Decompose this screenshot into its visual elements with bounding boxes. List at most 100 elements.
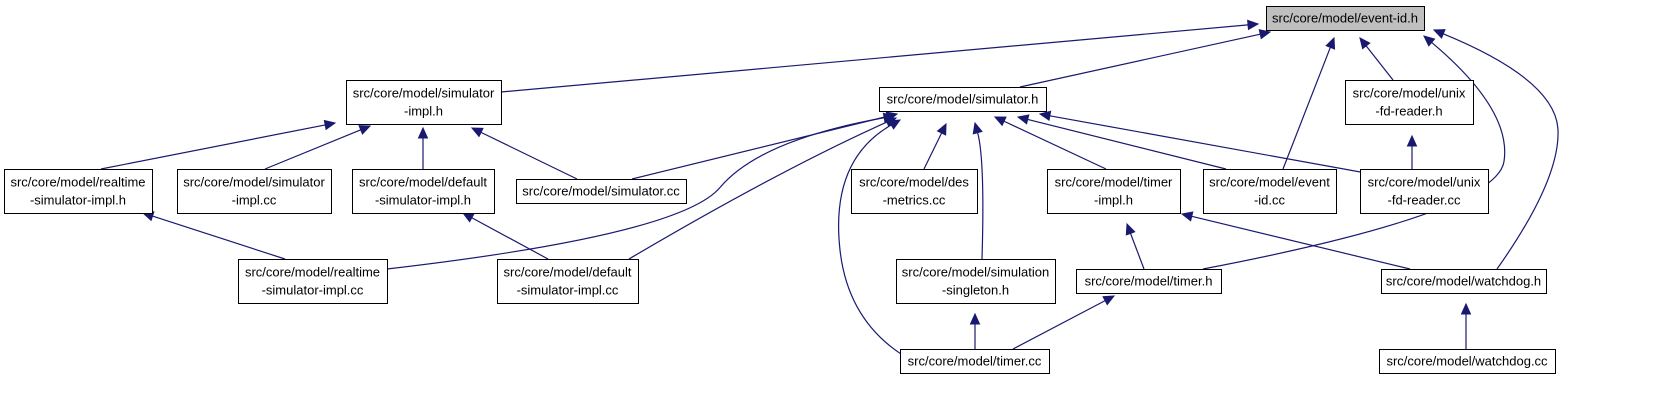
- edge-realtime-simulator-impl-cc-to-realtime-simulator-impl-h: [141, 211, 286, 260]
- edge-default-simulator-impl-cc-to-default-simulator-impl-h: [461, 212, 549, 260]
- edge-line: [480, 131, 578, 180]
- arrowhead: [1359, 37, 1371, 50]
- node-default-simulator-impl-cc[interactable]: src/core/model/default-simulator-impl.cc: [497, 259, 639, 304]
- edge-watchdog-h-to-event-id-h: [1432, 29, 1559, 270]
- node-label-line: src/core/model/simulator.cc: [522, 184, 680, 199]
- node-label-line: -simulator-impl.cc: [517, 283, 619, 298]
- arrowhead: [358, 125, 372, 135]
- edge-timer-cc-to-timer-h: [1012, 295, 1116, 350]
- edge-line: [152, 215, 286, 260]
- node-simulator-impl-cc[interactable]: src/core/model/simulator-impl.cc: [177, 169, 332, 214]
- edge-simulator-impl-h-to-event-id-h: [500, 19, 1260, 93]
- node-box: [900, 349, 1050, 374]
- node-box: [177, 169, 332, 214]
- node-event-id-cc[interactable]: src/core/model/event-id.cc: [1203, 169, 1337, 214]
- edge-simulation-singleton-h-to-simulator-h: [972, 121, 984, 260]
- node-unix-fd-reader-cc[interactable]: src/core/model/unix-fd-reader.cc: [1360, 169, 1489, 214]
- edge-line: [264, 129, 361, 170]
- edge-event-id-cc-to-event-id-h: [1282, 36, 1336, 170]
- edge-event-id-cc-to-simulator-h: [1016, 114, 1227, 170]
- node-label-line: src/core/model/timer.cc: [908, 354, 1042, 369]
- node-label-line: -simulator-impl.h: [30, 193, 126, 208]
- edge-line: [471, 217, 549, 260]
- node-label-line: src/core/model/watchdog.h: [1386, 274, 1541, 289]
- node-unix-fd-reader-h[interactable]: src/core/model/unix-fd-reader.h: [1345, 80, 1474, 125]
- edge-line: [1443, 33, 1559, 270]
- node-default-simulator-impl-h[interactable]: src/core/model/default-simulator-impl.h: [352, 169, 495, 214]
- arrowhead: [969, 312, 981, 325]
- edge-unix-fd-reader-h-to-event-id-h: [1359, 37, 1394, 81]
- node-box: [1345, 80, 1474, 125]
- node-label-line: src/core/model/watchdog.cc: [1386, 354, 1548, 369]
- node-realtime-simulator-impl-h[interactable]: src/core/model/realtime -simulator-impl.h: [4, 169, 153, 214]
- arrowhead: [417, 126, 429, 139]
- node-realtime-simulator-impl-cc[interactable]: src/core/model/realtime-simulator-impl.c…: [238, 259, 388, 304]
- edge-simulator-cc-to-simulator-h: [631, 111, 899, 180]
- arrowhead: [470, 127, 484, 138]
- edge-line: [631, 115, 888, 180]
- node-box: [1266, 6, 1425, 31]
- node-box: [1076, 269, 1222, 294]
- edge-watchdog-cc-to-watchdog-h: [1460, 302, 1472, 349]
- arrowhead: [936, 122, 947, 136]
- node-timer-cc[interactable]: src/core/model/timer.cc: [900, 349, 1050, 374]
- arrowhead: [972, 121, 983, 135]
- edge-line: [1027, 118, 1227, 170]
- edge-timer-cc-to-simulation-singleton-h: [969, 312, 981, 349]
- node-label-line: src/core/model/realtime: [10, 175, 145, 190]
- node-label-line: -metrics.cc: [883, 193, 946, 208]
- edge-default-simulator-impl-h-to-simulator-impl-h: [417, 126, 429, 169]
- node-box: [346, 80, 502, 125]
- node-timer-impl-h[interactable]: src/core/model/timer-impl.h: [1047, 169, 1181, 214]
- arrowhead: [461, 212, 475, 223]
- edges-layer: [100, 19, 1559, 374]
- edge-line: [838, 124, 940, 374]
- node-simulation-singleton-h[interactable]: src/core/model/simulation-singleton.h: [896, 259, 1056, 304]
- node-watchdog-cc[interactable]: src/core/model/watchdog.cc: [1379, 349, 1556, 374]
- arrowhead: [1247, 19, 1260, 31]
- node-box: [1379, 349, 1556, 374]
- arrowhead: [1325, 36, 1336, 50]
- edge-timer-cc-to-simulator-h: [838, 119, 940, 374]
- node-box: [1381, 269, 1547, 294]
- node-simulator-cc[interactable]: src/core/model/simulator.cc: [516, 179, 687, 204]
- node-label-line: -fd-reader.cc: [1388, 193, 1461, 208]
- node-simulator-h[interactable]: src/core/model/simulator.h: [879, 87, 1047, 112]
- edge-timer-h-to-timer-impl-h: [1125, 222, 1145, 270]
- edge-line: [1191, 215, 1411, 270]
- node-box: [238, 259, 388, 304]
- edge-watchdog-h-to-timer-impl-h: [1180, 211, 1411, 270]
- node-simulator-impl-h[interactable]: src/core/model/simulator-impl.h: [346, 80, 502, 125]
- node-box: [497, 259, 639, 304]
- arrowhead: [1258, 29, 1272, 40]
- edge-line: [1129, 233, 1145, 270]
- arrowhead: [323, 119, 337, 131]
- node-label-line: -fd-reader.h: [1375, 104, 1442, 119]
- arrowhead: [1406, 134, 1418, 147]
- node-label-line: -impl.cc: [232, 193, 277, 208]
- edge-line: [628, 121, 888, 260]
- edge-des-metrics-cc-to-simulator-h: [923, 122, 947, 170]
- node-label-line: src/core/model/timer.h: [1085, 274, 1213, 289]
- arrowhead: [1038, 110, 1052, 122]
- edge-line: [1019, 33, 1261, 88]
- edge-unix-fd-reader-cc-to-simulator-h: [1038, 110, 1389, 178]
- edge-timer-h-to-event-id-h: [1202, 35, 1506, 270]
- node-watchdog-h[interactable]: src/core/model/watchdog.h: [1381, 269, 1547, 294]
- edge-line: [1202, 41, 1506, 270]
- node-timer-h[interactable]: src/core/model/timer.h: [1076, 269, 1222, 294]
- edge-simulator-impl-cc-to-simulator-impl-h: [264, 125, 372, 170]
- node-label-line: -simulator-impl.h: [375, 193, 471, 208]
- node-des-metrics-cc[interactable]: src/core/model/des -metrics.cc: [851, 169, 978, 214]
- arrowhead: [888, 119, 902, 130]
- node-box: [1203, 169, 1337, 214]
- edge-line: [100, 124, 326, 170]
- arrowhead: [1102, 295, 1116, 306]
- arrowhead: [993, 116, 1007, 127]
- node-label-line: src/core/model/simulator.h: [887, 92, 1039, 107]
- node-box: [896, 259, 1056, 304]
- edge-line: [1049, 115, 1389, 178]
- node-label-line: src/core/model/des: [859, 175, 969, 190]
- node-box: [1360, 169, 1489, 214]
